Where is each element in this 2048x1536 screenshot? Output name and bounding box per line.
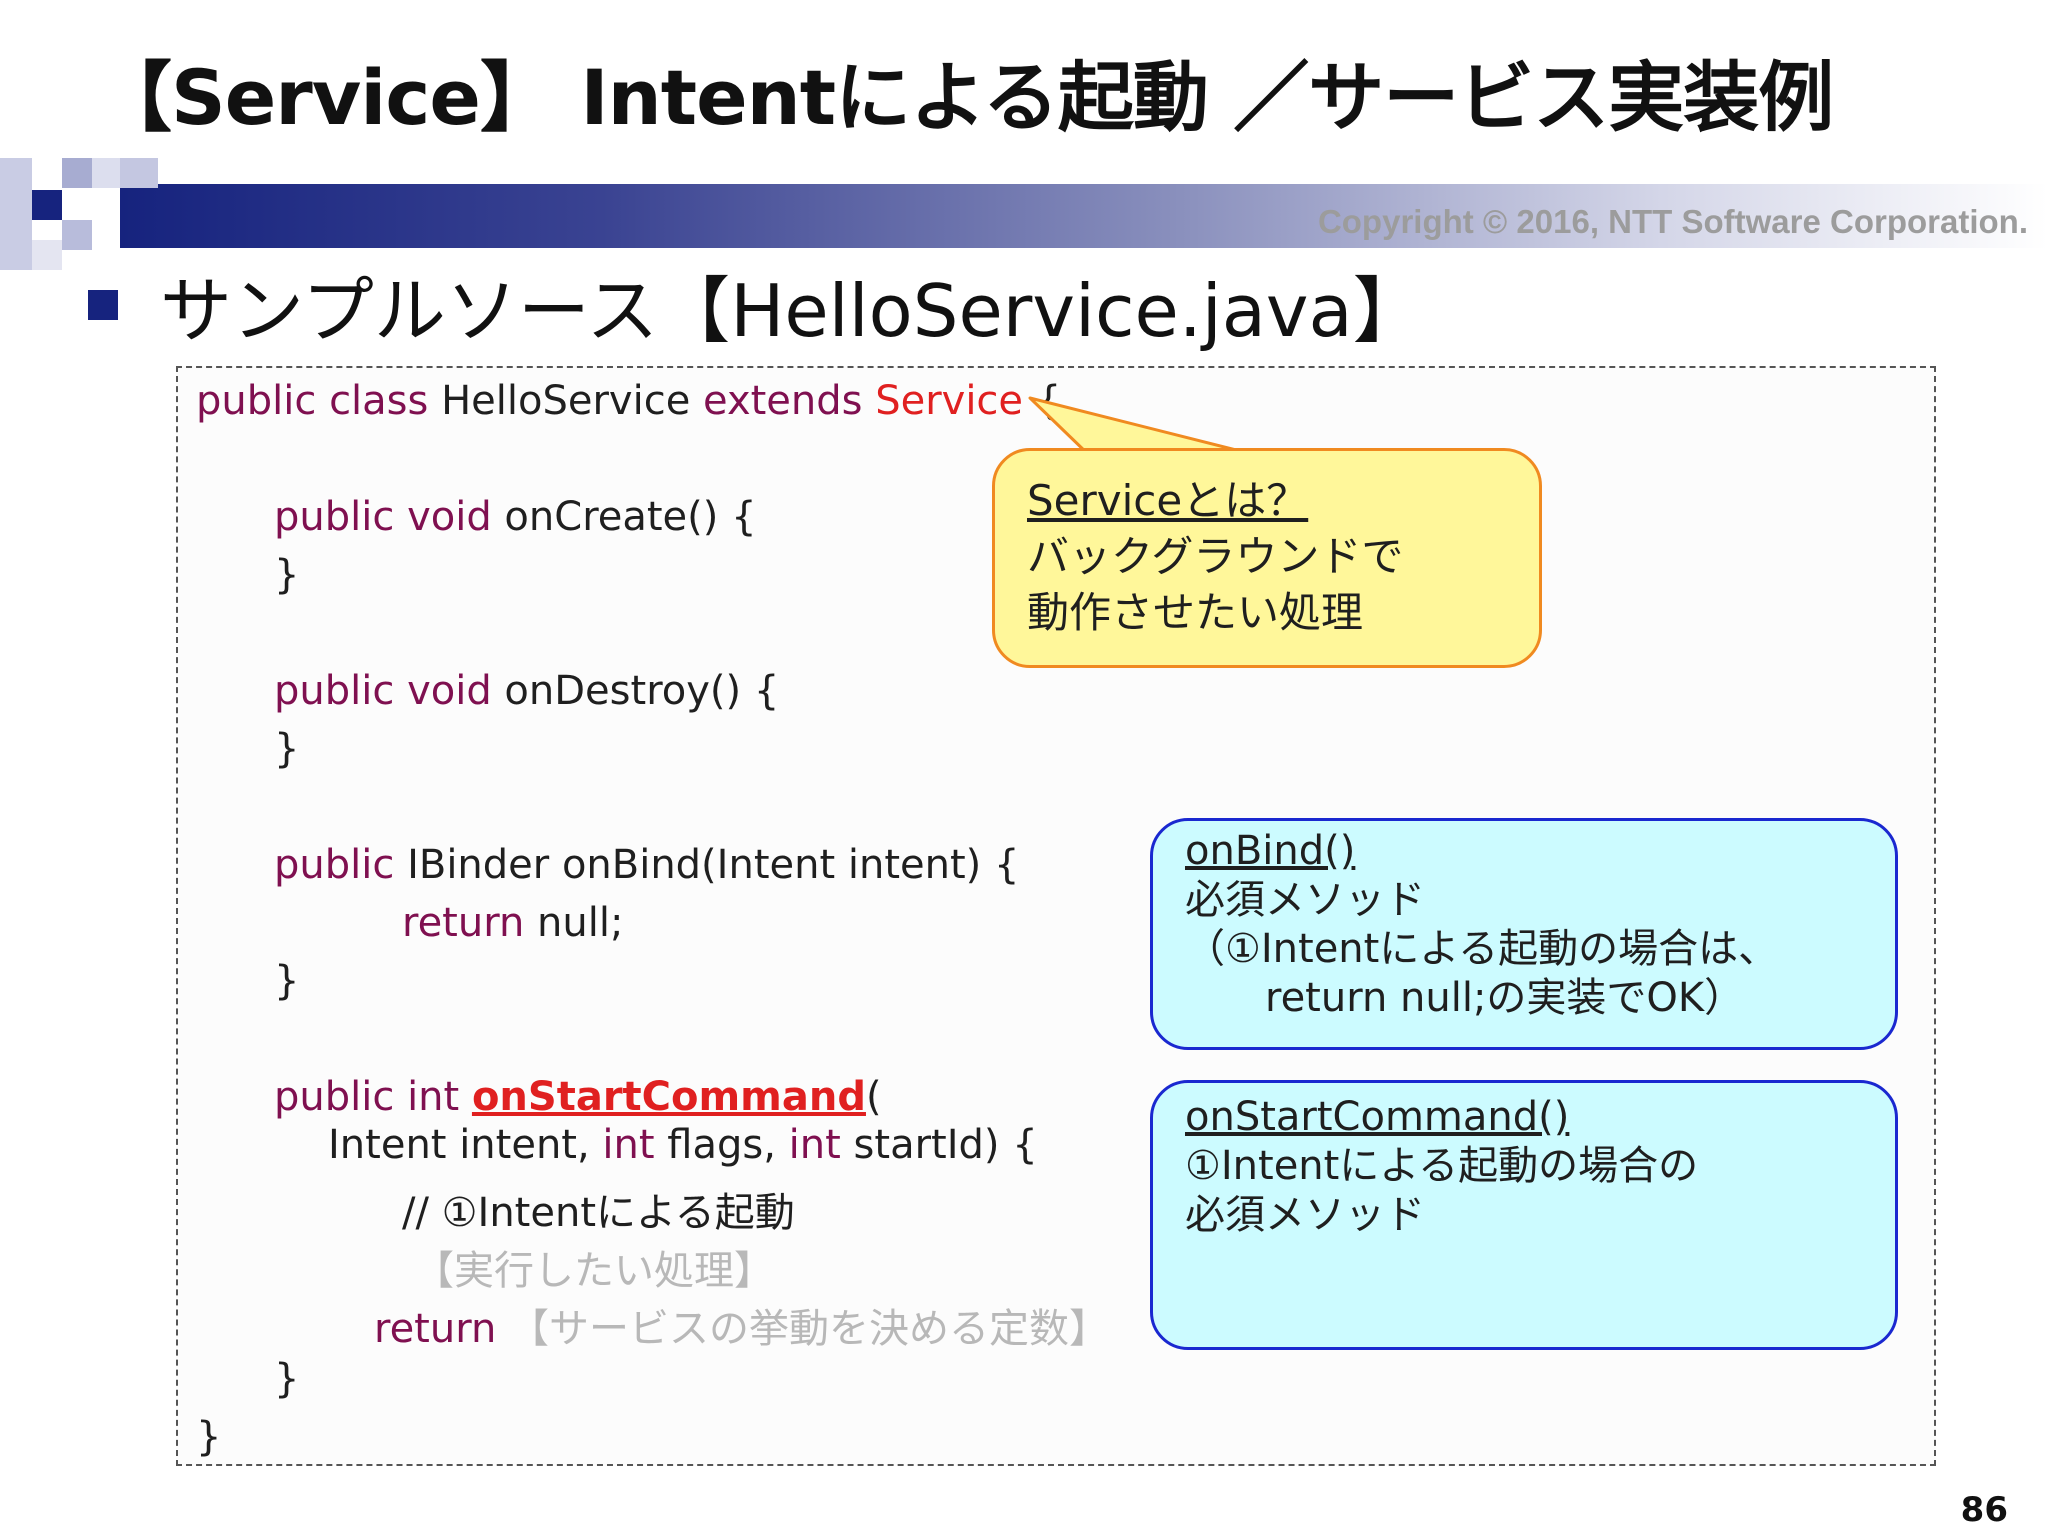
header-deco-square <box>32 240 62 270</box>
code-text: onDestroy() { <box>491 668 780 714</box>
code-line-onstartcommand-close: } <box>274 1356 300 1402</box>
header-deco-square <box>92 158 120 188</box>
code-line-oncreate: public void onCreate() { <box>274 494 757 540</box>
code-line-ondestroy: public void onDestroy() { <box>274 668 779 714</box>
callout-service-heading: Serviceとは？ <box>1027 476 1309 525</box>
code-line-class-declaration: public class HelloService extends Servic… <box>196 378 1061 424</box>
code-keyword: extends <box>703 378 863 424</box>
callout-onbind-line: return null;の実装でOK） <box>1265 975 1745 1021</box>
code-line-onbind: public IBinder onBind(Intent intent) { <box>274 842 1019 888</box>
copyright-notice: Copyright © 2016, NTT Software Corporati… <box>1317 203 2028 240</box>
callout-onstartcommand-line: 必須メソッド <box>1185 1192 1425 1238</box>
code-keyword: public class <box>196 378 429 424</box>
callout-onbind: onBind() 必須メソッド （①Intentによる起動の場合は、 retur… <box>1150 818 1898 1050</box>
code-line-oncreate-close: } <box>274 552 300 598</box>
code-line-onbind-return: return null; <box>402 900 623 946</box>
header-gradient-band <box>120 184 2048 248</box>
callout-onstartcommand-line: ①Intentによる起動の場合の <box>1185 1143 1699 1189</box>
code-text: ( <box>865 1074 882 1120</box>
slide-title: 【Service】 Intentによる起動 ／サービス実装例 <box>96 53 1834 142</box>
header-deco-square <box>32 190 62 220</box>
code-keyword: public int <box>274 1074 460 1120</box>
callout-onbind-line: 必須メソッド <box>1185 877 1425 923</box>
code-text <box>459 1074 472 1120</box>
method-name-highlight: onStartCommand <box>471 1074 866 1120</box>
code-line-ondestroy-close: } <box>274 726 300 772</box>
code-line-onstartcommand: public int onStartCommand( <box>274 1074 882 1120</box>
code-placeholder-constant: 【サービスの挙動を決める定数】 <box>496 1306 1110 1352</box>
callout-onbind-heading: onBind() <box>1185 828 1356 874</box>
code-parent-class: Service <box>862 378 1024 424</box>
code-text: Intent intent, <box>328 1122 603 1168</box>
header-deco-square <box>0 158 32 270</box>
bullet-square-icon <box>88 290 118 320</box>
code-line-onstartcommand-return: return 【サービスの挙動を決める定数】 <box>374 1296 1109 1354</box>
code-text: startId) { <box>840 1122 1038 1168</box>
code-text: HelloService <box>428 378 704 424</box>
code-text: flags, <box>654 1122 789 1168</box>
callout-onstartcommand: onStartCommand() ①Intentによる起動の場合の 必須メソッド <box>1150 1080 1898 1350</box>
callout-onstartcommand-heading: onStartCommand() <box>1185 1094 1570 1140</box>
code-keyword: return <box>374 1306 497 1352</box>
callout-seam-cover <box>1062 451 1212 459</box>
code-text: IBinder onBind(Intent intent) { <box>394 842 1020 888</box>
code-text: onCreate() { <box>491 494 757 540</box>
code-keyword: public void <box>274 494 492 540</box>
code-line-comment: // ①Intentによる起動 <box>402 1190 795 1236</box>
sample-source-heading: サンプルソース【HelloService.java】 <box>160 269 1425 353</box>
code-line-onstartcommand-params: Intent intent, int flags, int startId) { <box>328 1122 1038 1168</box>
code-keyword: return <box>402 900 525 946</box>
header-deco-square <box>62 220 92 250</box>
callout-service-line: 動作させたい処理 <box>1027 588 1364 637</box>
code-line-class-close: } <box>196 1414 222 1460</box>
page-number: 86 <box>1960 1490 2008 1530</box>
header-deco-square <box>62 158 92 188</box>
code-text: null; <box>524 900 624 946</box>
code-line-onbind-close: } <box>274 958 300 1004</box>
code-keyword: int <box>788 1122 841 1168</box>
header-deco-square <box>120 158 158 188</box>
code-keyword: int <box>602 1122 655 1168</box>
callout-service-definition: Serviceとは？ バックグラウンドで 動作させたい処理 <box>992 448 1542 668</box>
code-keyword: public void <box>274 668 492 714</box>
callout-onbind-line: （①Intentによる起動の場合は、 <box>1185 926 1779 972</box>
code-keyword: public <box>274 842 395 888</box>
code-line-placeholder-process: 【実行したい処理】 <box>414 1248 774 1294</box>
callout-service-line: バックグラウンドで <box>1027 532 1404 581</box>
